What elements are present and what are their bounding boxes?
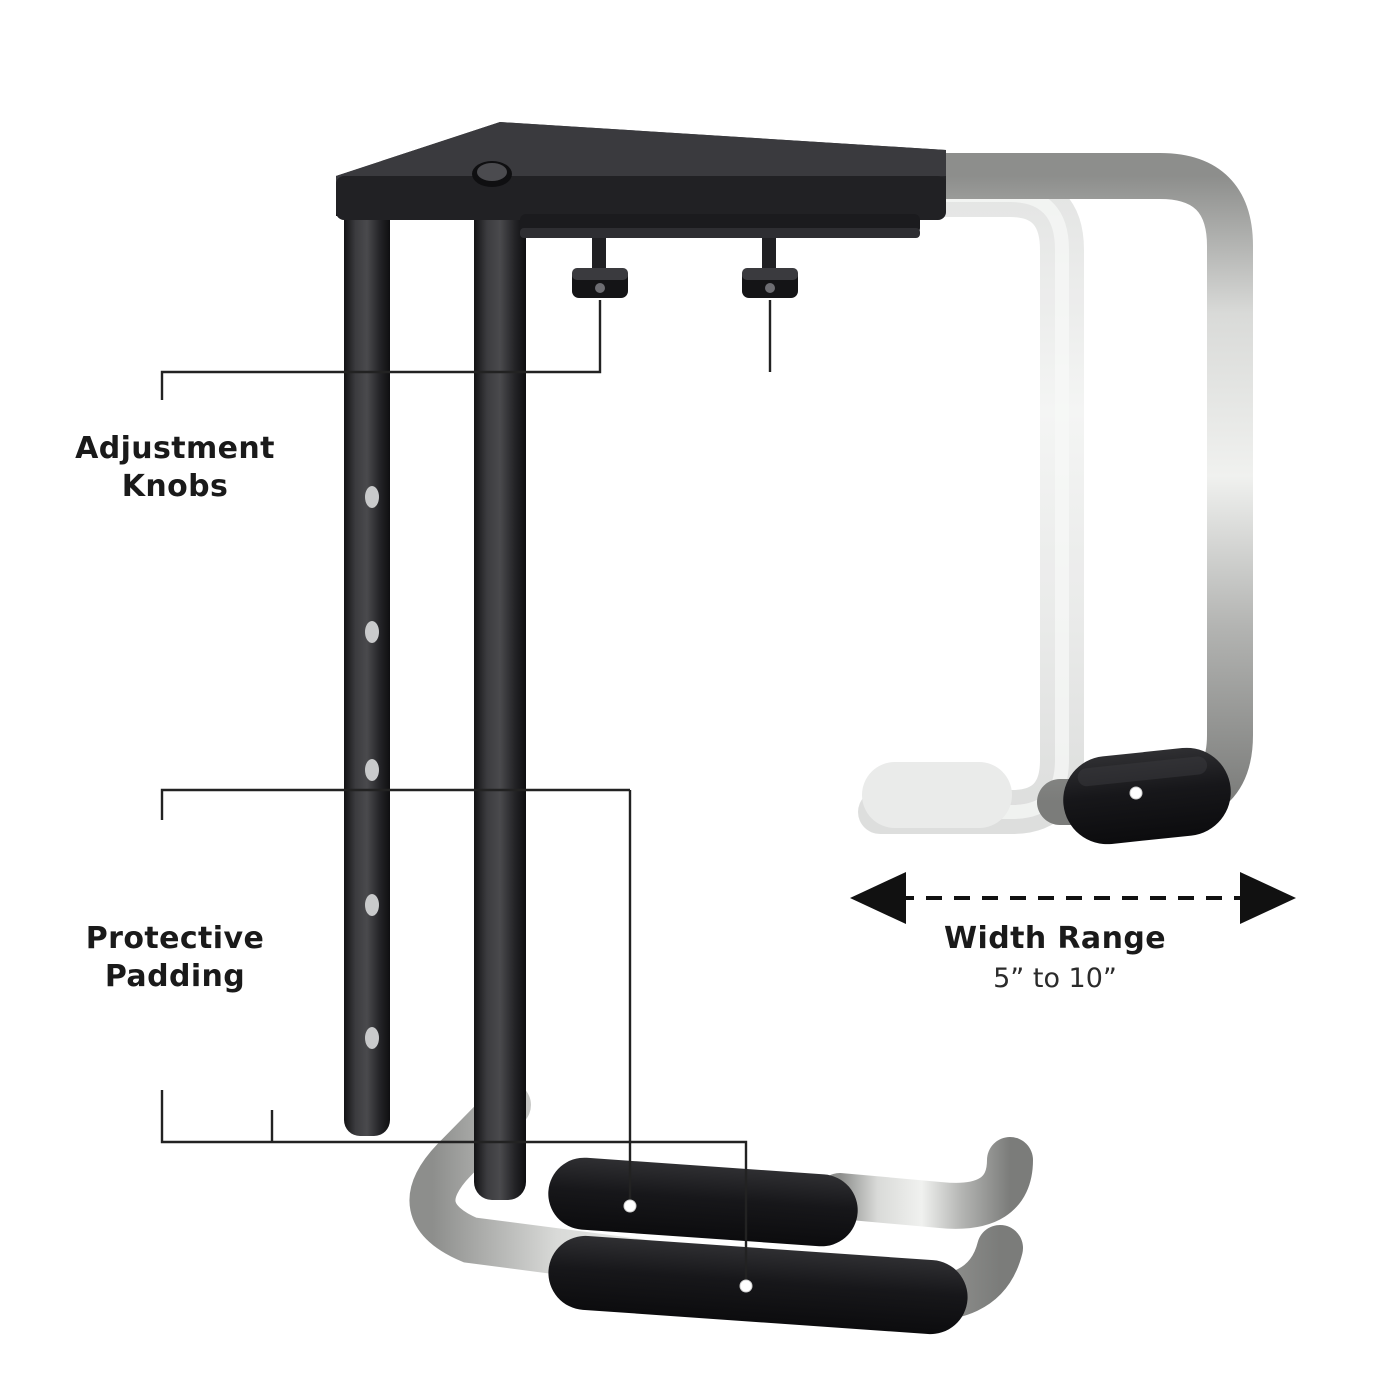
ghost-arm-illustration xyxy=(790,173,1084,834)
front-steel-arm xyxy=(409,1082,1033,1321)
leader-padding-lower xyxy=(160,1090,748,1280)
leader-knob-left xyxy=(160,300,602,400)
top-bracket xyxy=(336,122,946,238)
leader-dots xyxy=(623,786,1143,1293)
front-vertical-post xyxy=(474,190,526,1200)
label-protective-padding: Protective Padding xyxy=(85,921,265,994)
leader-padding-stub xyxy=(160,788,630,820)
front-protective-padding-lower xyxy=(548,1235,968,1335)
label-width-range-value: 5” to 10” xyxy=(993,963,1117,994)
width-range-arrow xyxy=(850,872,1296,924)
rear-vertical-post xyxy=(344,196,390,1136)
label-adjustment-knobs: Adjustment Knobs xyxy=(75,431,275,504)
leader-lines xyxy=(160,300,772,1280)
label-width-range: Width Range xyxy=(944,921,1166,956)
rear-protective-padding xyxy=(1063,747,1231,845)
front-protective-padding-upper xyxy=(548,1157,858,1247)
adjustment-knob-right xyxy=(742,238,798,298)
adjustment-knob-left xyxy=(572,238,628,298)
